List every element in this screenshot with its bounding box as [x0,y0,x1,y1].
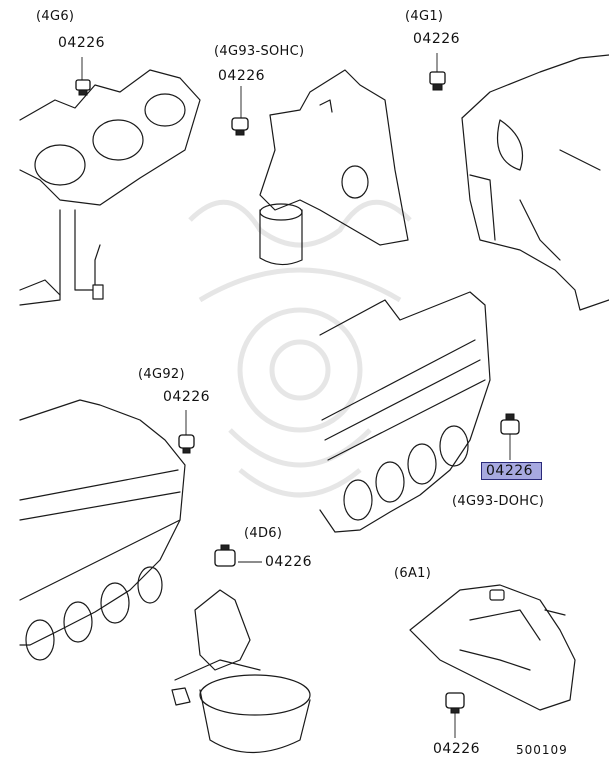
sensor-4g93-sohc [231,117,249,136]
sensor-4g6 [75,79,91,96]
part-number-4g93-sohc[interactable]: 04226 [218,68,266,84]
sensor-4d6 [214,544,236,567]
engine-block-4g6 [19,69,201,306]
part-number-4g93-dohc-highlighted[interactable]: 04226 [481,462,543,480]
part-number-4g92[interactable]: 04226 [163,389,211,405]
variant-label-4g93-sohc: (4G93-SOHC) [214,44,305,59]
variant-label-4g92: (4G92) [138,367,185,382]
cylinder-head-4g93-dohc [319,291,491,533]
variant-label-6a1: (6A1) [394,566,432,581]
variant-label-4g93-dohc: (4G93-DOHC) [452,494,545,509]
sensor-4g1 [429,71,446,91]
part-number-4g6[interactable]: 04226 [58,35,106,51]
diagram-reference-number: 500109 [516,743,568,757]
variant-label-4g1: (4G1) [405,9,444,24]
variant-label-4d6: (4D6) [244,526,283,541]
watermark-emblem [188,199,412,498]
sensor-6a1 [445,692,465,714]
transmission-6a1 [409,584,576,711]
sensor-4g93-dohc [500,413,520,435]
part-number-4d6[interactable]: 04226 [265,554,313,570]
leader-lines [81,53,511,738]
cylinder-head-4g92 [19,399,186,661]
sensor-4g92 [178,434,195,454]
part-number-6a1[interactable]: 04226 [433,741,481,757]
timing-cover-4g93-sohc [259,69,409,266]
part-number-4g1[interactable]: 04226 [413,31,461,47]
engine-block-4g1 [461,54,609,311]
variant-label-4g6: (4G6) [36,9,75,24]
oil-filter-housing-4d6 [171,589,311,754]
